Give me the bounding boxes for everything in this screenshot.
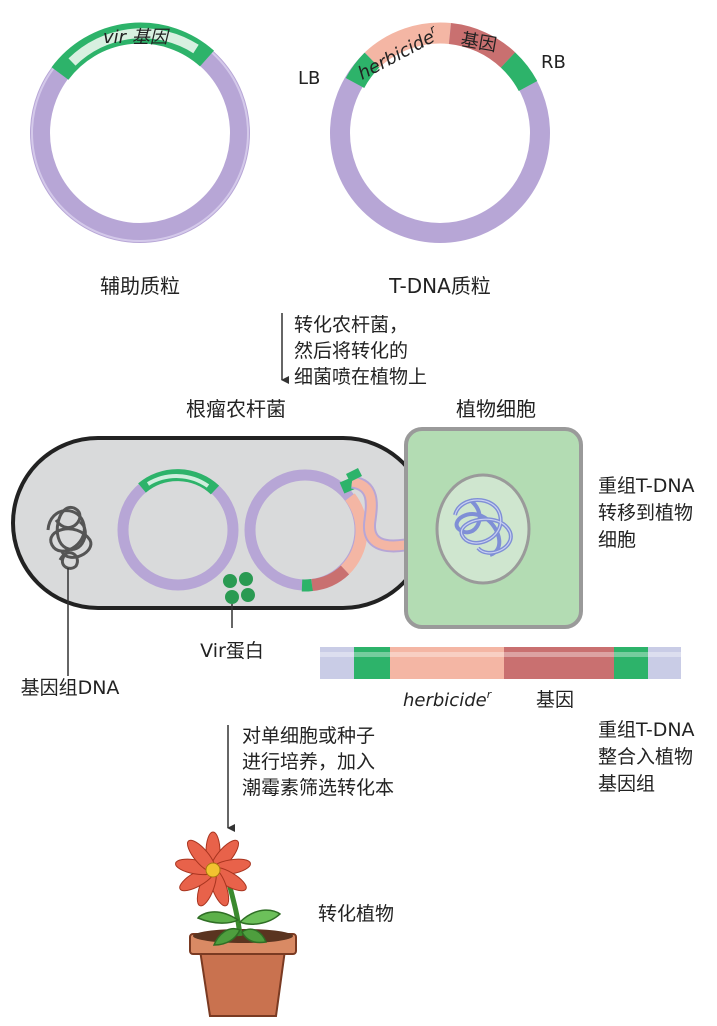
- tdna-plasmid-in-bacterium: [244, 469, 368, 592]
- integration-caption-line-2: 整合入植物: [598, 746, 693, 768]
- genomic-dna-label: 基因组DNA: [21, 677, 120, 699]
- genomic-dna-tangle: [46, 506, 93, 570]
- vir-protein-label: Vir蛋白: [200, 640, 264, 662]
- helper-plasmid-label: 辅助质粒: [100, 274, 180, 298]
- vir-protein-dot: [239, 572, 253, 586]
- integrated-tdna-bar: [320, 647, 681, 679]
- helper-plasmid: vir 基因: [30, 22, 250, 243]
- transformed-plant-illustration: [175, 831, 297, 1017]
- step1-line-2: 然后将转化的: [294, 340, 408, 362]
- step1-line-3: 细菌喷在植物上: [294, 366, 427, 388]
- step2-line-3: 潮霉素筛选转化本: [242, 777, 394, 799]
- herbicide-segment: [364, 22, 452, 68]
- flower-head: [175, 831, 251, 907]
- integration-caption-line-1: 重组T-DNA: [598, 719, 695, 741]
- integrated-lb-segment: [354, 647, 390, 679]
- vir-protein-dot: [241, 588, 255, 602]
- plant-leaf: [238, 909, 282, 925]
- plant-cell-title: 植物细胞: [456, 397, 536, 421]
- bacterium-title: 根瘤农杆菌: [186, 397, 286, 421]
- plant-nucleus: [435, 473, 531, 585]
- gene-label: 基因: [459, 29, 498, 56]
- flower-center: [205, 862, 221, 878]
- rb-border-segment: [500, 52, 538, 92]
- integrated-gene-segment: [504, 647, 614, 679]
- step2-line-2: 进行培养，加入: [242, 751, 375, 773]
- plant-leaf: [196, 911, 240, 924]
- plant-leaf: [241, 928, 268, 944]
- transfer-caption-line-1: 重组T-DNA: [598, 475, 695, 497]
- lb-border-segment: [345, 52, 380, 89]
- transfer-caption-line-3: 细胞: [598, 529, 636, 551]
- helper-plasmid-in-bacterium: [117, 469, 239, 591]
- tdna-plasmid: herbicider 基因 LB RB: [298, 22, 566, 243]
- transfer-caption-line-2: 转移到植物: [598, 502, 693, 524]
- integration-caption-line-3: 基因组: [598, 773, 655, 795]
- rb-label: RB: [541, 52, 566, 73]
- vir-protein-dot: [225, 590, 239, 604]
- transformed-plant-label: 转化植物: [318, 903, 394, 925]
- tdna-plasmid-label: T-DNA质粒: [388, 274, 491, 298]
- plant-leaf: [212, 928, 242, 946]
- vir-protein-group: [223, 572, 255, 604]
- step2-line-1: 对单细胞或种子: [242, 725, 375, 747]
- vir-gene-label: vir 基因: [103, 27, 171, 48]
- vir-protein-dot: [223, 574, 237, 588]
- integrated-herbicide-label: herbicider: [403, 688, 493, 711]
- nucleus-dna-highlight: [454, 499, 512, 554]
- lb-label: LB: [298, 68, 320, 89]
- flower-pot: [198, 949, 287, 1017]
- integrated-gene-label: 基因: [536, 689, 574, 711]
- step1-line-1: 转化农杆菌，: [294, 314, 408, 336]
- integrated-rb-segment: [614, 647, 648, 679]
- integrated-herbicide-segment: [390, 647, 504, 679]
- gene-segment: [448, 23, 516, 68]
